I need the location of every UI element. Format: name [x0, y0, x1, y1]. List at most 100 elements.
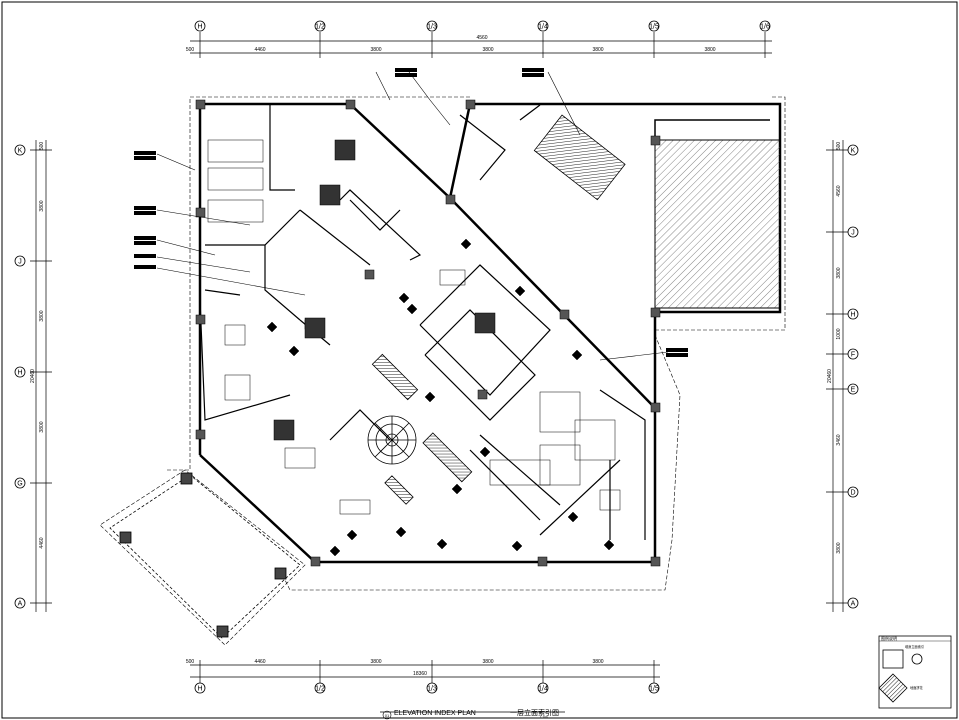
bottom-span-1: 4460: [254, 659, 265, 665]
grid-label-right-7: A: [851, 601, 856, 608]
right-offset-dimension: 500: [836, 142, 842, 151]
grid-label-right-1: K: [851, 148, 856, 155]
grid-bubble-top-6: [759, 20, 771, 32]
top-span-1: 4460: [254, 47, 265, 53]
title-english: ELEVATION INDEX PLAN: [394, 710, 476, 717]
legend-box: 图例说明 墙身立面索引 地面拼花: [878, 635, 952, 709]
right-span-1: 4560: [836, 185, 842, 196]
left-span-2: 3800: [39, 310, 45, 321]
bottom-span-4: 3800: [592, 659, 603, 665]
right-span-5: 3800: [836, 542, 842, 553]
grid-bubble-top-5: [648, 20, 660, 32]
scale-note: 1:100: [540, 715, 548, 719]
grid-bubble-left-4: [14, 477, 26, 489]
bottom-overall-dimension: 18360: [413, 671, 427, 677]
grid-bubble-right-1: [847, 144, 859, 156]
site-boundary: [99, 96, 786, 646]
top-offset-dimension: 500: [186, 47, 195, 53]
right-span-4: 3460: [836, 434, 842, 445]
grid-bubble-bottom-4: [537, 682, 549, 694]
grid-bubble-right-5: [847, 383, 859, 395]
legend-floor-pattern-icon: [878, 673, 908, 703]
grid-label-left-2: J: [18, 259, 22, 266]
top-span-5: 3800: [704, 47, 715, 53]
right-overall-dimension: 20460: [827, 369, 833, 383]
left-span-3: 3800: [39, 421, 45, 432]
title-number: 01: [385, 713, 390, 718]
grid-label-right-5: E: [851, 387, 856, 394]
grid-label-top-6: 1/6: [760, 24, 770, 31]
top-span-2: 3800: [370, 47, 381, 53]
bottom-span-3: 3800: [482, 659, 493, 665]
top-overall-dimension: 4560: [476, 35, 487, 41]
grid-bubble-right-7: [847, 597, 859, 609]
legend-heading: 图例说明: [881, 635, 897, 641]
bottom-span-2: 3800: [370, 659, 381, 665]
stair-and-features: [367, 114, 626, 505]
title-chinese: 一层立面索引图: [510, 708, 559, 717]
top-span-4: 3800: [592, 47, 603, 53]
structural-columns: [195, 99, 661, 567]
grid-label-right-4: F: [851, 352, 855, 359]
right-span-2: 3800: [836, 267, 842, 278]
furniture: [207, 139, 621, 515]
grid-label-left-5: A: [18, 601, 23, 608]
grid-label-top-1: H: [197, 24, 202, 31]
grid-bubble-bottom-5: [648, 682, 660, 694]
entrance-canopy: [109, 472, 301, 639]
bottom-dimension-axis: [190, 660, 660, 683]
top-dimension-axis: [190, 32, 772, 58]
right-dimension-axis: [826, 140, 848, 612]
grid-bubble-left-5: [14, 597, 26, 609]
left-dimension-axis: [30, 140, 52, 612]
legend-index-bubble-icon: [911, 653, 923, 665]
grid-bubble-top-2: [314, 20, 326, 32]
floor-pattern-tiles: [273, 139, 496, 441]
grid-bubble-right-4: [847, 348, 859, 360]
grid-label-bottom-4: 1/4: [538, 686, 548, 693]
top-span-3: 3800: [482, 47, 493, 53]
grid-bubble-top-3: [426, 20, 438, 32]
callout-leaders: [156, 71, 669, 361]
grid-bubble-top-1: [194, 20, 206, 32]
grid-label-right-3: H: [850, 312, 855, 319]
left-overall-dimension: 20460: [30, 369, 36, 383]
grid-label-left-1: K: [18, 148, 23, 155]
title-number-bubble-icon: [382, 710, 392, 720]
grid-label-bottom-3: 1/3: [427, 686, 437, 693]
legend-item-1: 墙身立面索引: [905, 644, 924, 649]
grid-label-bottom-5: 1/5: [649, 686, 659, 693]
grid-label-left-3: H: [17, 370, 22, 377]
left-offset-dimension: 500: [39, 142, 45, 151]
grid-label-left-4: G: [17, 481, 22, 488]
grid-bubble-bottom-1: [194, 682, 206, 694]
grid-bubble-top-4: [537, 20, 549, 32]
elevation-index-markers: [266, 238, 615, 557]
grid-bubble-left-3: [14, 366, 26, 378]
legend-wall-symbol: [882, 649, 904, 669]
grid-bubble-left-1: [14, 144, 26, 156]
grid-bubble-bottom-2: [314, 682, 326, 694]
bottom-offset-dimension: 500: [186, 659, 195, 665]
terrace-hatch: [654, 119, 781, 309]
grid-label-right-2: J: [851, 230, 855, 237]
drawing-title-block: 01 ELEVATION INDEX PLAN 一层立面索引图 1:100: [380, 708, 565, 720]
grid-bubble-bottom-3: [426, 682, 438, 694]
legend-item-2: 地面拼花: [910, 685, 924, 690]
grid-bubble-right-2: [847, 226, 859, 238]
right-span-3: 1000: [836, 328, 842, 339]
grid-label-top-5: 1/5: [649, 24, 659, 31]
grid-label-top-3: 1/3: [427, 24, 437, 31]
callout-tags: [134, 68, 688, 357]
grid-label-bottom-2: 1/2: [315, 686, 325, 693]
left-span-1: 3800: [39, 200, 45, 211]
grid-bubble-left-2: [14, 255, 26, 267]
grid-bubble-right-3: [847, 308, 859, 320]
grid-bubble-right-6: [847, 486, 859, 498]
grid-label-bottom-1: H: [197, 686, 202, 693]
grid-label-top-4: 1/4: [538, 24, 548, 31]
grid-label-top-2: 1/2: [315, 24, 325, 31]
left-span-4: 4460: [39, 537, 45, 548]
